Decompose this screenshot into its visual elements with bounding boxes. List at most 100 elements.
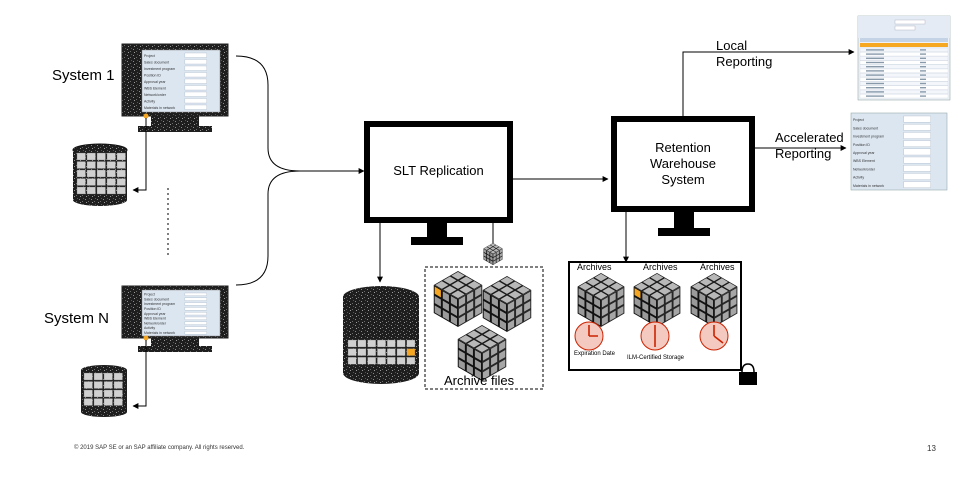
- cube-tile: [482, 359, 490, 370]
- grid-cell-text: [920, 53, 926, 55]
- grid-cell-text: [920, 70, 926, 72]
- form-field-input: [184, 78, 207, 84]
- local-reporting-label: Local Reporting: [716, 38, 772, 70]
- cube-tile: [490, 246, 496, 251]
- database-cell: [93, 398, 103, 406]
- cube-tile: [491, 296, 498, 307]
- cube-tile: [491, 335, 505, 343]
- local-reporting-grid-rows: [859, 47, 949, 99]
- cube-tile: [487, 248, 493, 252]
- cube-tile: [524, 301, 531, 312]
- cube-tile: [496, 254, 499, 259]
- cube-tile: [467, 281, 481, 289]
- cube-tile: [450, 314, 458, 326]
- database-cell: [76, 186, 86, 195]
- database-cell: [367, 348, 376, 356]
- database-cell: [113, 372, 123, 381]
- grid-cell-text: [920, 78, 926, 80]
- cube-tile: [491, 345, 498, 356]
- cube-tile: [586, 278, 600, 286]
- cube-tile: [483, 291, 490, 303]
- form-field-input: [184, 331, 207, 335]
- grid-cell-text: [920, 49, 926, 51]
- cube-tile: [487, 258, 490, 263]
- grid-cell-text: [866, 53, 884, 55]
- cube-tile: [594, 291, 608, 300]
- cube-tile: [483, 330, 497, 339]
- grid-cell-text: [920, 61, 926, 64]
- grid-cell-text: [866, 78, 884, 80]
- cube-tile: [467, 291, 474, 302]
- database-cell: [106, 152, 116, 161]
- cube-tile: [601, 297, 608, 308]
- database-cell: [406, 357, 416, 365]
- form-field-input: [903, 148, 931, 156]
- grid-cell-text: [866, 87, 884, 89]
- form-field-input: [184, 59, 207, 65]
- ilm-storage-label: ILM-Certified Storage: [627, 355, 685, 361]
- grid-row: [859, 60, 949, 65]
- cube-tile: [493, 248, 499, 252]
- rw-line3: System: [661, 172, 705, 187]
- accel-line2: Reporting: [775, 146, 832, 161]
- systemn-database-icon: [81, 365, 127, 417]
- cube-tile: [699, 301, 706, 312]
- database-cell: [377, 357, 386, 365]
- retention-warehouse-label: Retention Warehouse System: [620, 140, 746, 188]
- database-cell: [367, 339, 376, 348]
- grid-row: [859, 56, 949, 61]
- cube-tile: [475, 344, 489, 353]
- cube-tile: [715, 278, 729, 286]
- cube-tile: [715, 287, 729, 295]
- cube-tile: [507, 301, 515, 312]
- cube-tile: [451, 281, 465, 289]
- database-cell: [96, 186, 106, 195]
- database-cell: [93, 381, 103, 389]
- cube-tile: [491, 364, 498, 375]
- expiration-date-label: Expiration Date: [574, 351, 616, 357]
- cube-tile: [609, 310, 616, 321]
- cube-tile: [496, 258, 499, 263]
- cube-tile: [602, 287, 616, 295]
- cube-tile: [730, 306, 737, 317]
- cube-tile: [642, 292, 649, 303]
- cube-tile: [650, 306, 657, 317]
- cube-tile: [442, 300, 449, 312]
- cube-tile: [484, 246, 490, 251]
- database-cell: [86, 169, 96, 178]
- form-field-label: Sales document: [144, 60, 169, 64]
- local-line1: Local: [716, 38, 748, 53]
- form-field-input: [903, 173, 931, 180]
- database-cell: [86, 186, 96, 195]
- grid-cell-text: [920, 74, 926, 76]
- cube-tile: [434, 286, 441, 298]
- cube-tile: [443, 285, 457, 294]
- form-field-input: [903, 140, 931, 147]
- database-cell: [106, 186, 116, 195]
- form-field-label: Sales document: [853, 126, 878, 130]
- cube-tile: [475, 325, 489, 334]
- form-field-label: Project: [144, 54, 155, 58]
- cube-tile: [483, 252, 487, 258]
- cube-tile: [723, 282, 736, 291]
- cube-tile: [635, 282, 648, 291]
- cube-tile: [483, 256, 487, 261]
- cube-tile: [673, 306, 680, 317]
- database-cell: [103, 389, 113, 398]
- cube-tile: [483, 249, 487, 254]
- form-field-input: [184, 91, 207, 97]
- database-cell: [96, 178, 106, 186]
- grid-row: [859, 94, 949, 99]
- system1-label: System 1: [52, 67, 115, 84]
- form-field-input: [184, 307, 207, 311]
- cube-tile: [450, 305, 458, 316]
- cube-tile: [467, 310, 474, 321]
- cube-tile: [722, 310, 729, 321]
- cube-tile: [500, 276, 514, 285]
- cube-tile: [459, 276, 473, 285]
- database-cell: [116, 178, 126, 186]
- cube-tile: [707, 297, 714, 308]
